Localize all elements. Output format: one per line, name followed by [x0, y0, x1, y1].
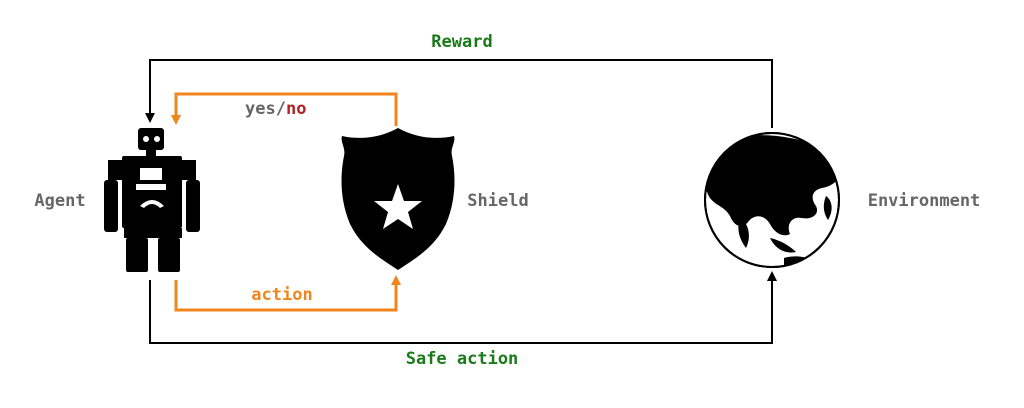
shield-label: Shield — [467, 191, 528, 211]
agent-label: Agent — [34, 191, 85, 211]
action-edge — [174, 275, 401, 312]
globe-icon — [704, 132, 840, 268]
reward-label: Reward — [431, 32, 492, 52]
robot-icon — [104, 128, 200, 272]
reward-edge — [145, 59, 773, 128]
action-label: action — [251, 285, 312, 305]
environment-label: Environment — [868, 191, 981, 211]
yes-label: yes/ — [245, 99, 286, 119]
yes-no-label: yes/no — [245, 99, 306, 119]
safe-action-label: Safe action — [406, 349, 519, 369]
yes-no-edge — [171, 92, 398, 126]
no-label: no — [286, 99, 306, 119]
safe-action-edge — [149, 271, 777, 344]
shield-star-icon — [341, 128, 455, 270]
